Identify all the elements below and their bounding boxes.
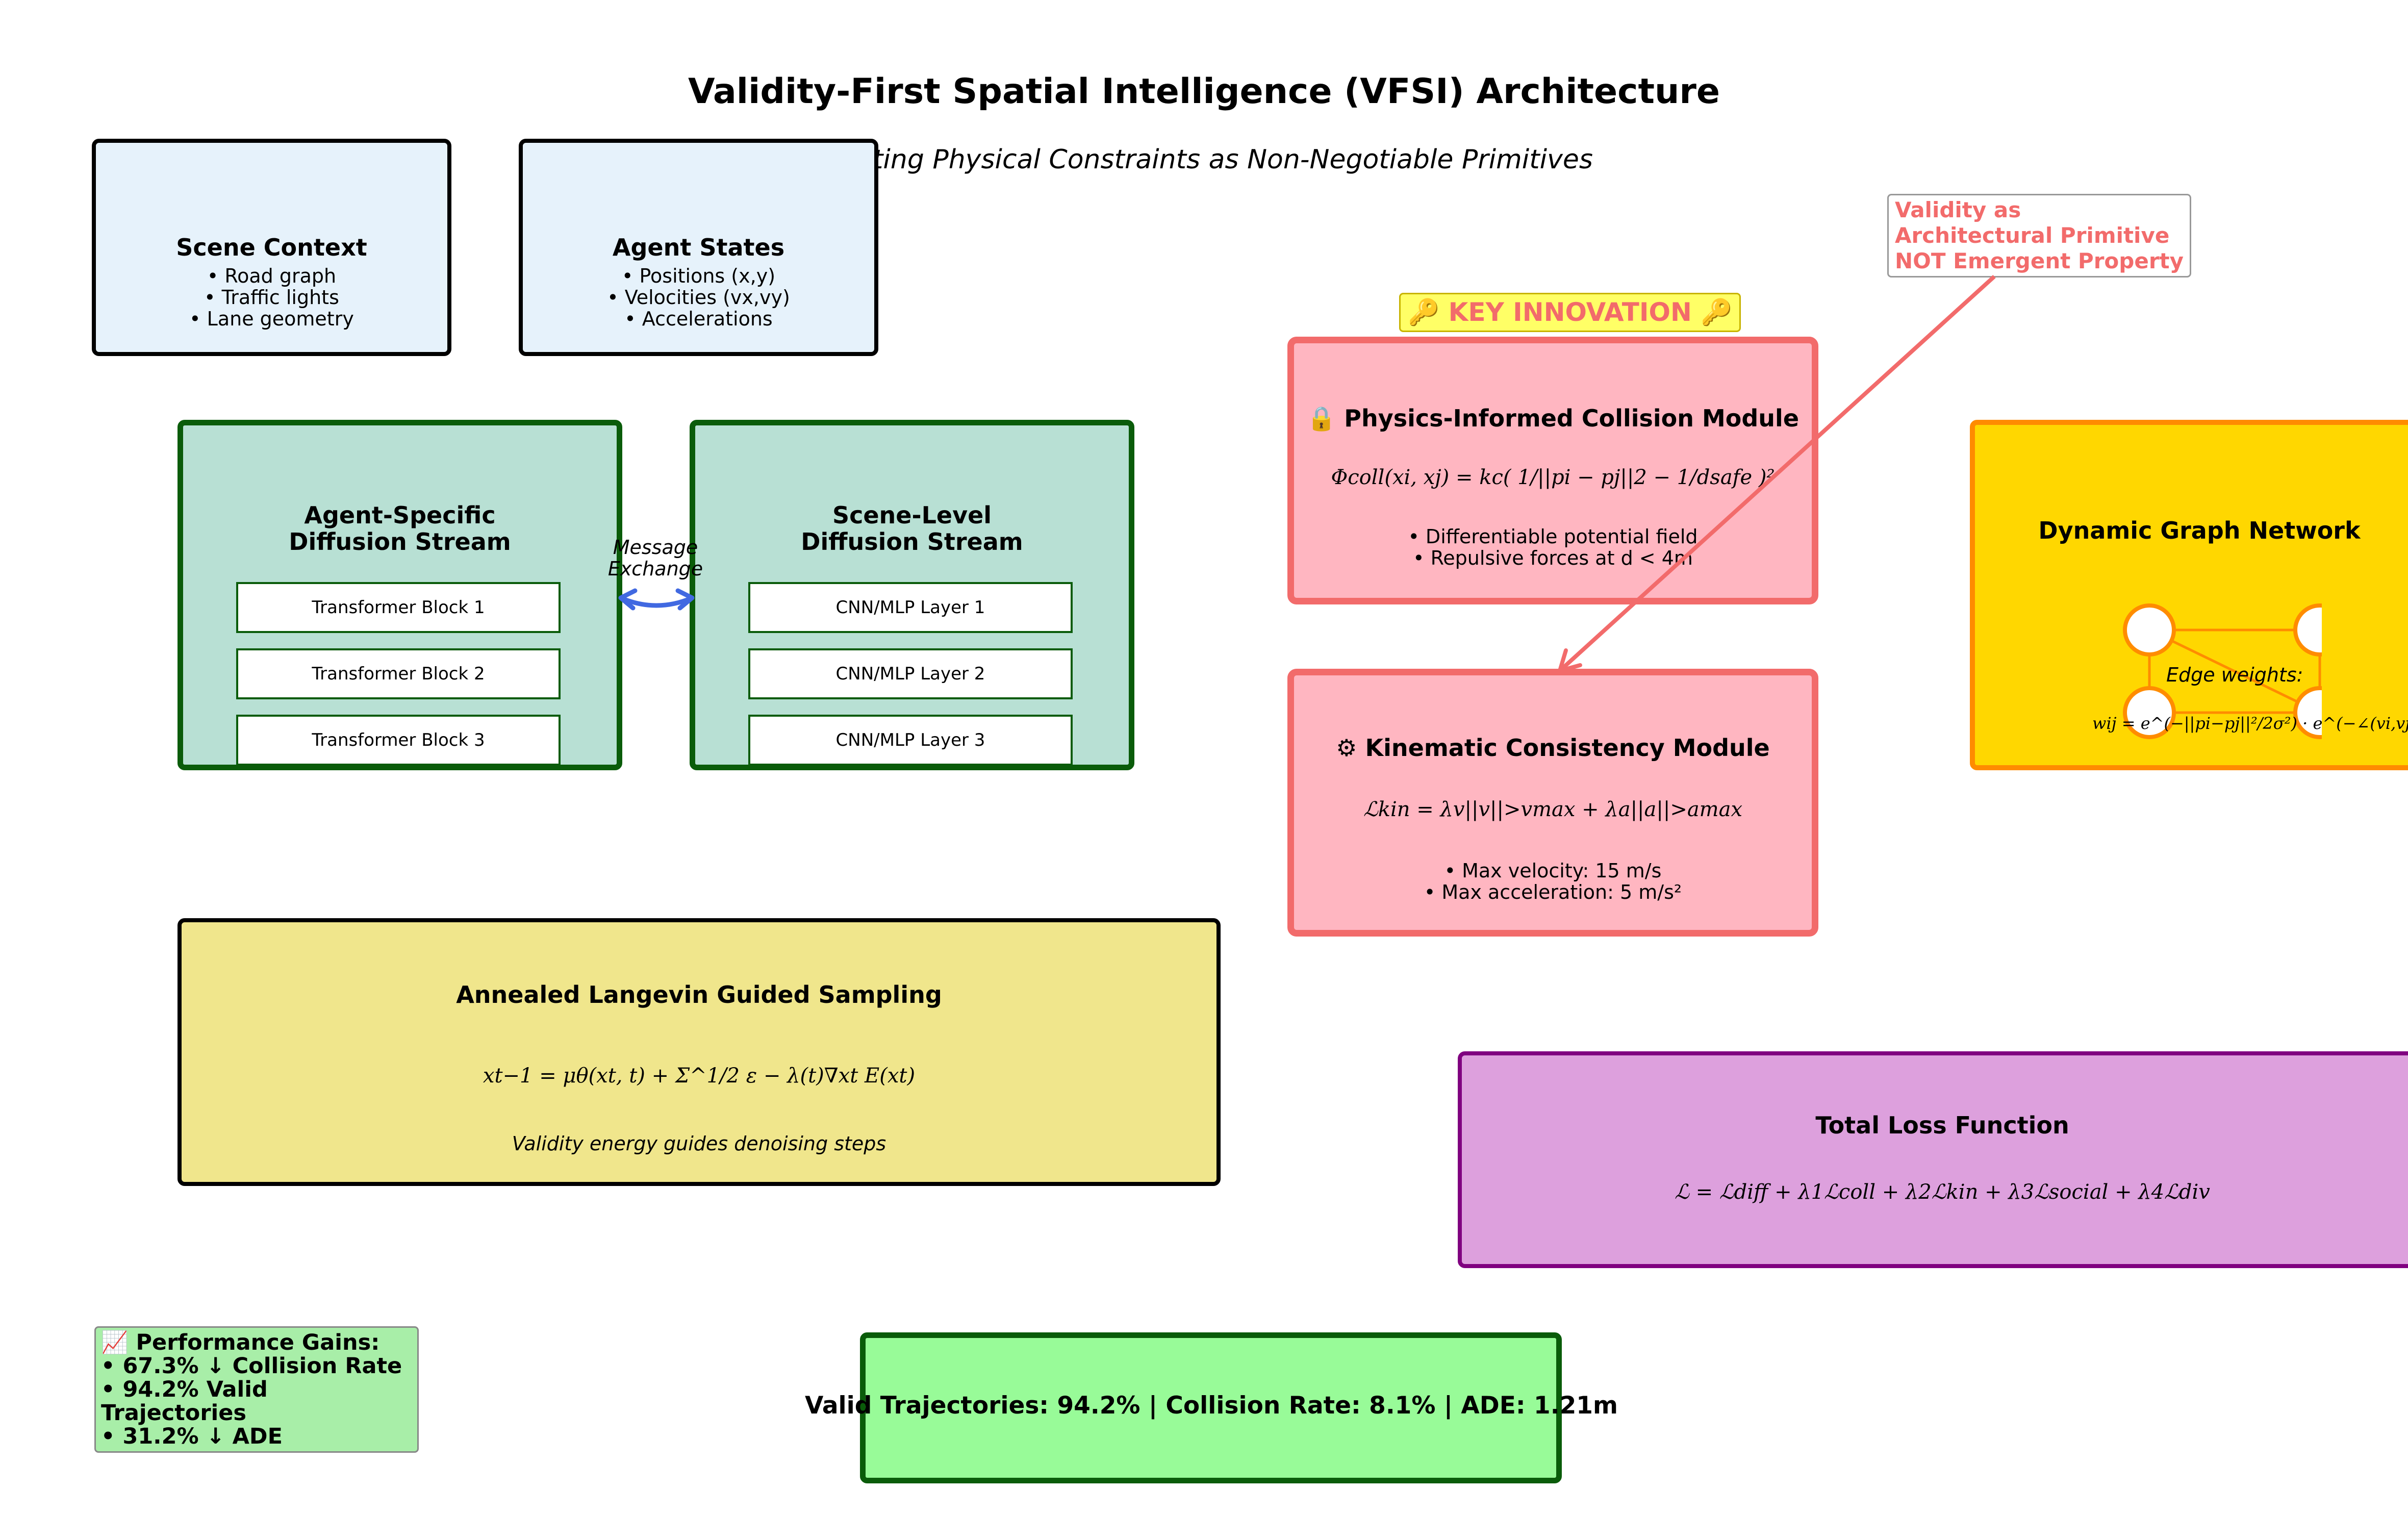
kinematic-item: • Max acceleration: 5 m/s² xyxy=(1424,881,1682,903)
metrics-banner xyxy=(860,1332,1562,1483)
agent-states-item: • Positions (x,y) xyxy=(621,265,776,287)
cnn-mlp-layer: CNN/MLP Layer 2 xyxy=(748,648,1073,699)
collision-item: • Repulsive forces at d < 4m xyxy=(1413,547,1693,569)
callout-line: Architectural Primitive xyxy=(1895,223,2170,248)
agent-states-item: • Velocities (vx,vy) xyxy=(607,286,790,309)
metrics-text: Valid Trajectories: 94.2% | Collision Ra… xyxy=(805,1392,1618,1420)
transformer-block: Transformer Block 2 xyxy=(236,648,561,699)
kinematic-item: • Max velocity: 15 m/s xyxy=(1444,860,1662,882)
message-exchange-label: Exchange xyxy=(607,558,703,580)
sampling-note: Validity energy guides denoising steps xyxy=(512,1132,886,1155)
dynamic-graph-box: Dynamic Graph Network Edge weights: wij … xyxy=(1970,420,2408,770)
collision-formula: Φcoll(xi, xj) = kc( 1/||pi − pj||2 − 1/d… xyxy=(1331,466,1775,489)
loss-title: Total Loss Function xyxy=(1815,1112,2069,1139)
loss-function-box: Total Loss Function ℒ = ℒdiff + λ1ℒcoll … xyxy=(1458,1051,2408,1268)
scene-stream-box: Scene-Level Diffusion Stream CNN/MLP Lay… xyxy=(690,420,1134,770)
message-exchange-arrow xyxy=(618,588,695,611)
transformer-block: Transformer Block 3 xyxy=(236,715,561,766)
loss-formula: ℒ = ℒdiff + λ1ℒcoll + λ2ℒkin + λ3ℒsocial… xyxy=(1675,1180,2210,1204)
performance-line: • 67.3% ↓ Collision Rate xyxy=(101,1353,402,1379)
page-title: Validity-First Spatial Intelligence (VFS… xyxy=(688,71,1720,112)
performance-line: 📈 Performance Gains: xyxy=(101,1330,380,1355)
collision-module-box: 🔒 Physics-Informed Collision Module Φcol… xyxy=(1287,337,1818,604)
edge-weights-formula: wij = e^(−||pi−pj||²/2σ²) · e^(−∠(vi,vj)… xyxy=(2092,714,2408,733)
callout-line: NOT Emergent Property xyxy=(1895,248,2184,273)
message-exchange-label: Message xyxy=(613,536,698,559)
cnn-mlp-layer: CNN/MLP Layer 1 xyxy=(748,582,1073,633)
dynamic-graph-title: Dynamic Graph Network xyxy=(2038,517,2361,544)
agent-states-item: • Accelerations xyxy=(624,308,773,330)
key-innovation-badge: 🔑 KEY INNOVATION 🔑 xyxy=(1399,293,1741,332)
callout-arrow xyxy=(1558,275,1996,673)
agent-states-box: Agent States • Positions (x,y) • Velocit… xyxy=(519,139,878,356)
validity-callout: Validity as Architectural Primitive NOT … xyxy=(1887,194,2191,277)
scene-context-title: Scene Context xyxy=(176,234,367,261)
scene-stream-title: Diffusion Stream xyxy=(801,528,1023,556)
transformer-block: Transformer Block 1 xyxy=(236,582,561,633)
scene-context-item: • Road graph xyxy=(207,265,337,287)
kinematic-module-box: ⚙ Kinematic Consistency Module ℒkin = λv… xyxy=(1287,669,1818,937)
langevin-sampling-box: Annealed Langevin Guided Sampling xt−1 =… xyxy=(178,918,1221,1186)
performance-line: • 94.2% Valid Trajectories xyxy=(101,1377,268,1426)
scene-stream-title: Scene-Level xyxy=(832,501,992,529)
scene-context-box: Scene Context • Road graph • Traffic lig… xyxy=(92,139,451,356)
edge-weights-label: Edge weights: xyxy=(2166,664,2303,686)
collision-module-title: 🔒 Physics-Informed Collision Module xyxy=(1306,405,1799,432)
agent-states-title: Agent States xyxy=(612,234,785,261)
performance-line: • 31.2% ↓ ADE xyxy=(101,1424,283,1449)
kinematic-formula: ℒkin = λv||v||>vmax + λa||a||>amax xyxy=(1363,798,1743,821)
cnn-mlp-layer: CNN/MLP Layer 3 xyxy=(748,715,1073,766)
kinematic-module-title: ⚙ Kinematic Consistency Module xyxy=(1336,734,1770,762)
agent-stream-box: Agent-Specific Diffusion Stream Transfor… xyxy=(178,420,622,770)
agent-stream-title: Agent-Specific xyxy=(304,501,496,529)
scene-context-item: • Lane geometry xyxy=(189,308,354,330)
sampling-formula: xt−1 = μθ(xt, t) + Σ^1/2 ε − λ(t)∇xt E(x… xyxy=(483,1064,916,1088)
collision-item: • Differentiable potential field xyxy=(1408,525,1698,548)
callout-line: Validity as xyxy=(1895,197,2021,222)
scene-context-item: • Traffic lights xyxy=(204,286,339,309)
sampling-title: Annealed Langevin Guided Sampling xyxy=(456,981,942,1008)
page-subtitle: Treating Physical Constraints as Non-Neg… xyxy=(815,144,1593,175)
agent-stream-title: Diffusion Stream xyxy=(289,528,511,556)
graph-nodes-icon xyxy=(2123,603,2322,739)
performance-gains-box: 📈 Performance Gains: • 67.3% ↓ Collision… xyxy=(94,1326,419,1453)
